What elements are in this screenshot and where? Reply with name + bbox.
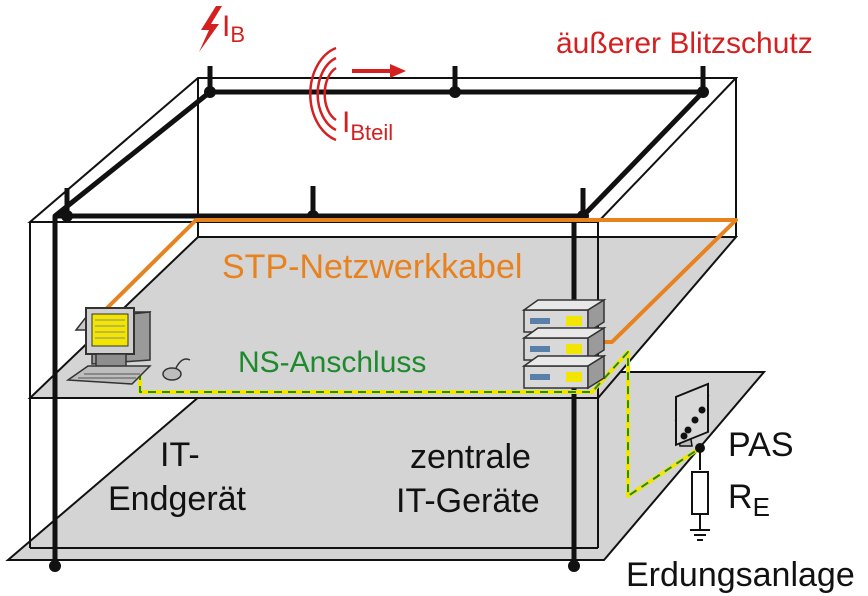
central-it-label-line2: IT-Geräte — [396, 482, 540, 520]
ground-floor — [5, 371, 767, 561]
partial-current-label: IBteil — [342, 106, 393, 145]
ns-connection-label: NS-Anschluss — [238, 346, 426, 379]
ground-icon — [690, 529, 710, 541]
arrow-right-icon — [352, 64, 406, 78]
stp-cable-line — [98, 218, 738, 344]
conductor-junctions — [49, 86, 709, 572]
lightning-icon — [199, 6, 222, 52]
pas-label: PAS — [728, 426, 794, 464]
stp-cable-label: STP-Netzwerkkabel — [222, 248, 522, 286]
external-protection-label: äußerer Blitzschutz — [556, 27, 813, 60]
it-terminal-label-line1: IT- — [160, 436, 200, 474]
computer-icon — [65, 307, 191, 385]
ns-connection-cable — [138, 350, 702, 498]
pas-busbar-icon — [674, 382, 710, 447]
lightning-current-label: IB — [222, 10, 245, 47]
partial-current-rings-icon — [309, 46, 337, 142]
resistor-icon — [691, 471, 709, 515]
it-terminal-label-line2: Endgerät — [108, 480, 247, 518]
server-icon — [521, 298, 607, 390]
earthing-label: Erdungsanlage — [626, 556, 855, 594]
central-it-label-line1: zentrale — [410, 438, 531, 476]
pas-node — [695, 443, 705, 453]
resistance-label: RE — [728, 478, 770, 522]
